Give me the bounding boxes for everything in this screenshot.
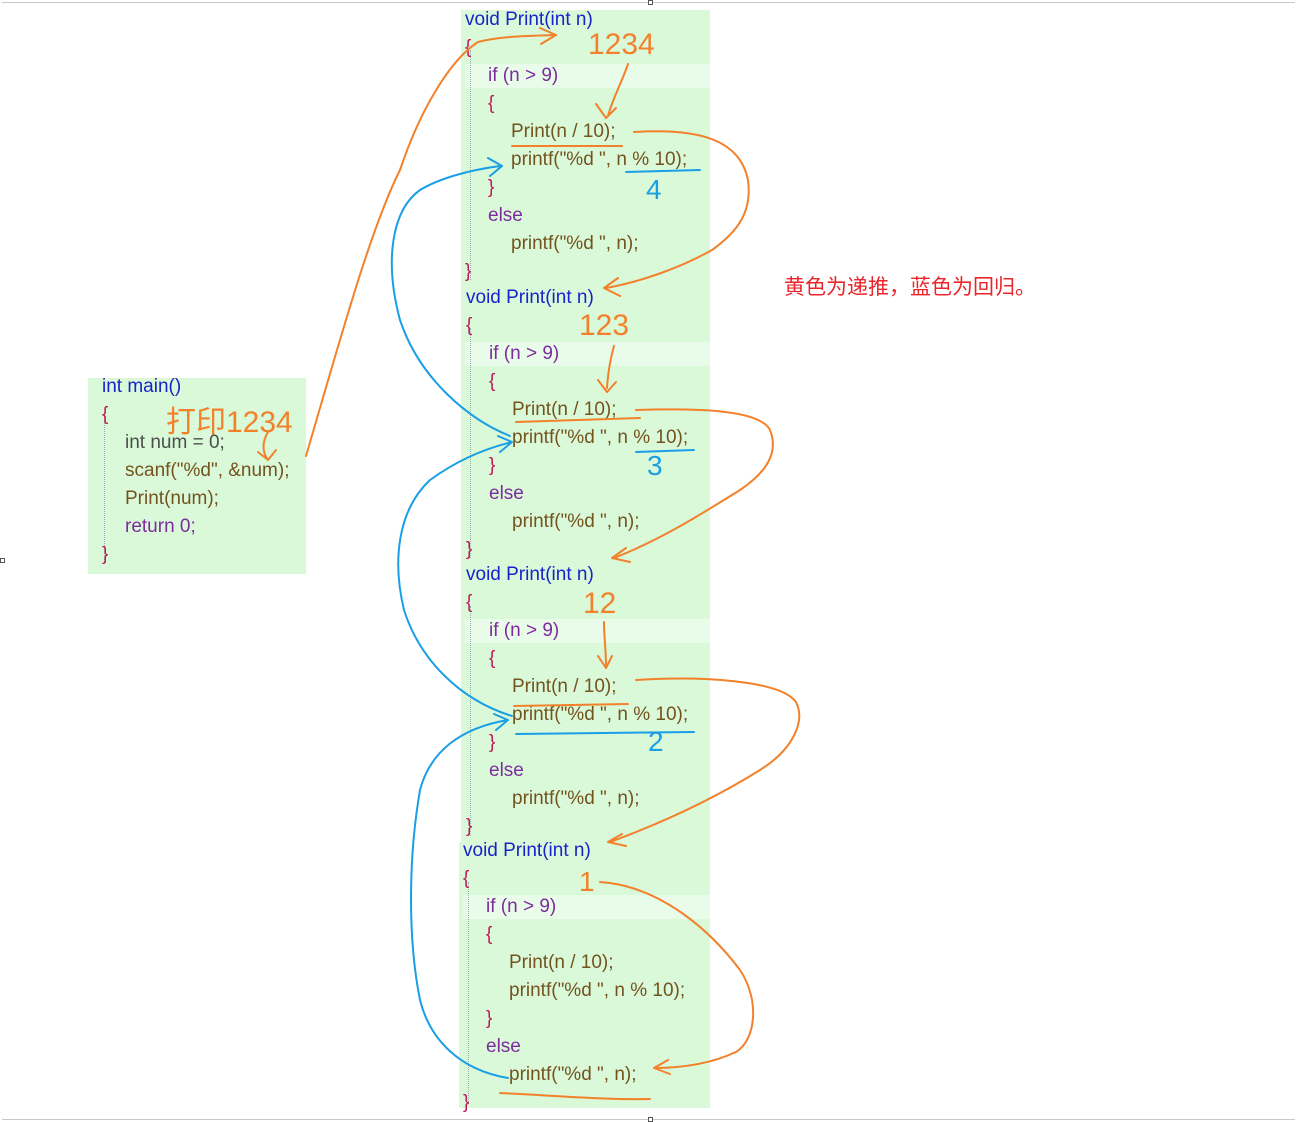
call-loop-1 [603, 130, 750, 297]
main-return: return 0; [125, 516, 196, 537]
call-loop-2 [611, 408, 774, 563]
call-underline-4 [499, 1092, 651, 1101]
return-arc-1 [390, 157, 511, 437]
indent-guide [104, 414, 105, 562]
recursion-arrowhead [539, 27, 557, 45]
main-print-call: Print(num); [125, 488, 219, 509]
print-recursive-call: Print(n / 10); [512, 399, 617, 420]
return-underline-2 [635, 449, 695, 453]
main-close-brace: } [102, 544, 109, 565]
arrow-12-down [597, 621, 613, 669]
if-line-highlight [463, 895, 710, 919]
print-if-close-brace: } [489, 732, 496, 753]
print-else: else [488, 205, 523, 226]
print-if-open-brace: { [489, 371, 496, 392]
print-if-condition: if (n > 9) [489, 343, 560, 364]
print-close-brace: } [466, 539, 473, 560]
if-line-highlight [465, 64, 710, 88]
print-printf-digit: printf("%d ", n % 10); [509, 980, 686, 1001]
call-underline-3 [513, 703, 629, 707]
call-loop-3 [607, 677, 801, 847]
print-close-brace: } [463, 1092, 470, 1113]
main-scanf-call: scanf("%d", &num); [125, 460, 290, 481]
return-arc-2 [397, 435, 513, 717]
print-if-open-brace: { [486, 924, 493, 945]
indent-guide [470, 606, 471, 836]
arrow-123-down [597, 345, 617, 393]
return-underline-1 [625, 169, 701, 173]
print-open-brace: { [465, 37, 472, 58]
print-1234-annotation: 打印1234 [166, 406, 293, 439]
print-printf-n: printf("%d ", n); [512, 511, 640, 532]
call-value-12: 12 [583, 587, 617, 620]
indent-guide [468, 882, 469, 1104]
print-signature: void Print(int n) [465, 9, 593, 30]
print-if-open-brace: { [489, 648, 496, 669]
main-signature: int main() [102, 373, 181, 401]
print-close-brace: } [466, 816, 473, 837]
print-open-brace: { [463, 868, 470, 889]
print-printf-n: printf("%d ", n); [512, 788, 640, 809]
print-if-close-brace: } [489, 455, 496, 476]
print-close-brace: } [465, 261, 472, 282]
legend-note: 黄色为递推，蓝色为回归。 [784, 275, 1036, 299]
call-value-1234: 1234 [588, 28, 655, 61]
arrow-1234-down [595, 63, 629, 119]
main-open-brace: { [102, 404, 109, 425]
print-block-2: void Print(int n) { if (n > 9) { Print(n… [461, 287, 710, 566]
print-if-condition: if (n > 9) [486, 896, 557, 917]
print-printf-digit: printf("%d ", n % 10); [512, 427, 689, 448]
print-open-brace: { [466, 592, 473, 613]
resize-handle-top[interactable] [648, 0, 653, 5]
call-value-1: 1 [579, 866, 595, 897]
print-if-condition: if (n > 9) [488, 65, 559, 86]
indent-guide [470, 328, 471, 558]
main-num-declaration: int num = 0; [125, 432, 225, 453]
print-open-brace: { [466, 315, 473, 336]
print-block-4: void Print(int n) { if (n > 9) { Print(n… [459, 840, 710, 1113]
scanf-arrow [257, 431, 277, 461]
call-underline-2 [515, 417, 641, 423]
return-digit-4: 4 [646, 174, 662, 205]
indent-guide [470, 50, 471, 280]
print-signature: void Print(int n) [466, 564, 594, 585]
print-if-open-brace: { [488, 93, 495, 114]
print-if-close-brace: } [488, 177, 495, 198]
return-underline-3 [515, 731, 695, 735]
print-else: else [489, 483, 524, 504]
if-line-highlight [465, 619, 710, 643]
print-printf-n: printf("%d ", n); [509, 1064, 637, 1085]
call-loop-4 [599, 881, 754, 1075]
print-else: else [489, 760, 524, 781]
resize-handle-left[interactable] [0, 558, 5, 563]
print-printf-n: printf("%d ", n); [511, 233, 639, 254]
recursion-arrow-main [305, 34, 557, 457]
print-recursive-call: Print(n / 10); [511, 121, 616, 142]
print-if-condition: if (n > 9) [489, 620, 560, 641]
print-recursive-call: Print(n / 10); [512, 676, 617, 697]
return-digit-3: 3 [647, 450, 663, 481]
print-else: else [486, 1036, 521, 1057]
print-printf-digit: printf("%d ", n % 10); [511, 149, 688, 170]
return-digit-2: 2 [648, 726, 664, 757]
return-arc-3 [410, 713, 509, 1079]
if-line-highlight [465, 342, 710, 366]
main-sig-int: int main() [102, 376, 182, 397]
print-printf-digit: printf("%d ", n % 10); [512, 704, 689, 725]
print-signature: void Print(int n) [463, 840, 591, 861]
print-if-close-brace: } [486, 1008, 493, 1029]
print-recursive-call: Print(n / 10); [509, 952, 614, 973]
main-function-code: int main() { int num = 0; scanf("%d", &n… [88, 376, 306, 574]
print-block-1: void Print(int n) { if (n > 9) { Print(n… [461, 9, 710, 288]
print-signature: void Print(int n) [466, 287, 594, 308]
call-value-123: 123 [579, 309, 630, 342]
